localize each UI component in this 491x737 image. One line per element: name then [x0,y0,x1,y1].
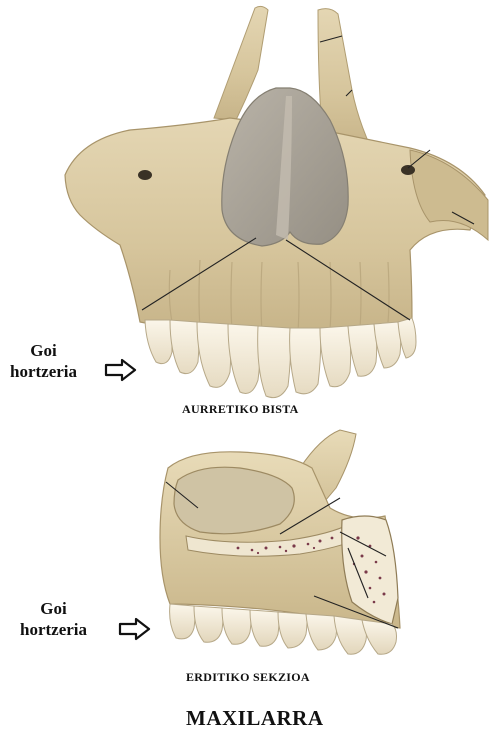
tooth [278,612,307,648]
section-teeth-label-line1: Goi [20,598,87,619]
tooth [194,606,223,642]
tooth [170,320,199,374]
tooth [170,604,195,639]
tooth [348,324,377,376]
tooth [334,616,367,654]
outline-right-arrow-icon [104,358,138,382]
tooth [398,318,416,358]
left-infraorbital-foramen [138,170,152,180]
tooth [222,608,251,644]
tooth [320,326,351,387]
tooth [197,322,231,387]
front-teeth-label-line1: Goi [10,340,77,361]
right-infraorbital-foramen [401,165,415,175]
upper-teeth-front [145,318,416,398]
tooth [374,322,401,368]
tooth [145,320,172,364]
outline-right-arrow-icon [118,617,152,641]
figure-title: MAXILARRA [186,706,324,731]
tooth [258,326,291,398]
tooth [250,610,279,646]
maxillary-sinus [174,467,294,534]
tooth [228,324,260,394]
tooth [306,614,337,650]
front-teeth-label-line2: hortzeria [10,361,77,382]
front-view-caption: AURRETIKO BISTA [182,402,299,417]
front-teeth-label: Goi hortzeria [10,340,77,382]
tooth [290,328,321,394]
section-teeth-label: Goi hortzeria [20,598,87,640]
section-teeth-label-line2: hortzeria [20,619,87,640]
section-view-caption: ERDITIKO SEKZIOA [186,670,310,685]
